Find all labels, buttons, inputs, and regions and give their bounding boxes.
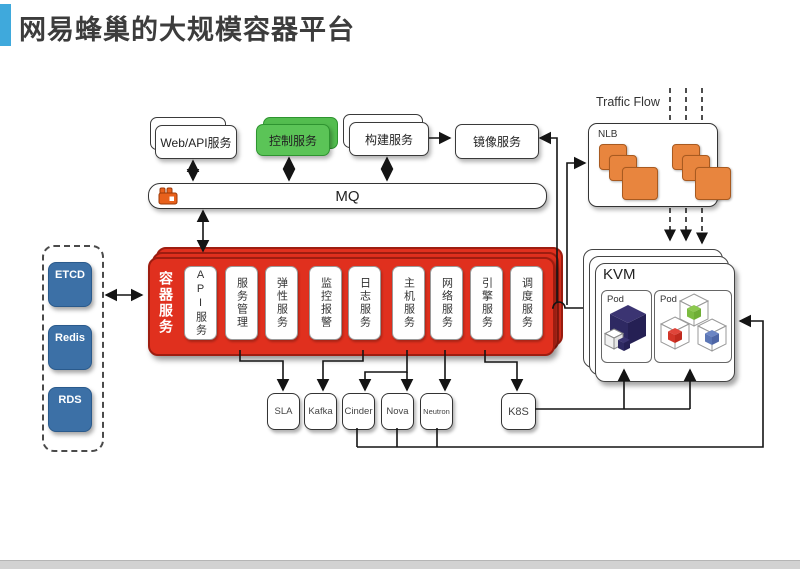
image-service-box: 镜像服务 xyxy=(455,124,539,159)
nlb-box: NLB xyxy=(588,123,731,207)
build-service-box: 构建服务 xyxy=(349,122,429,156)
service-monitor-alert: 监控报警 xyxy=(309,266,342,340)
traffic-flow-label: Traffic Flow xyxy=(596,95,660,109)
nlb-instance-icon xyxy=(695,167,731,200)
neutron-box: Neutron xyxy=(420,393,453,430)
service-host: 主机服务 xyxy=(392,266,425,340)
service-scheduler: 调度服务 xyxy=(510,266,543,340)
cinder-box: Cinder xyxy=(342,393,375,430)
control-service-box: 控制服务 xyxy=(256,124,330,156)
pod1-box: Pod xyxy=(601,290,652,363)
webapi-service-box: Web/API服务 xyxy=(155,125,237,159)
page-title: 网易蜂巢的大规模容器平台 xyxy=(19,15,355,45)
container-platform-label: 容器服务 xyxy=(158,271,174,335)
container-cubes-icon xyxy=(659,293,728,352)
nlb-instance-icon xyxy=(622,167,658,200)
line-log-kafka xyxy=(316,350,364,392)
image-service-label: 镜像服务 xyxy=(472,135,521,149)
mq-bar: MQ xyxy=(148,183,547,209)
kvm-label: KVM xyxy=(603,266,636,283)
service-engine: 引擎服务 xyxy=(470,266,503,340)
line-engine-k8s xyxy=(484,350,524,392)
redis-box: Redis xyxy=(48,325,92,370)
rds-label: RDS xyxy=(58,394,82,406)
traffic-dashed-top xyxy=(669,88,703,121)
nova-box: Nova xyxy=(381,393,414,430)
line-mgmt-sla xyxy=(239,350,290,392)
etcd-label: ETCD xyxy=(55,269,85,281)
service-management: 服务管理 xyxy=(225,266,258,340)
webapi-service-label: Web/API服务 xyxy=(160,135,232,150)
slide-bottom-edge xyxy=(0,560,800,569)
kafka-box: Kafka xyxy=(304,393,337,430)
line-host-cinder xyxy=(358,350,408,392)
etcd-box: ETCD xyxy=(48,262,92,307)
service-elastic: 弹性服务 xyxy=(265,266,298,340)
sla-box: SLA xyxy=(267,393,300,430)
pod2-label: Pod xyxy=(660,294,677,305)
traffic-dashed-bottom xyxy=(669,208,703,238)
rabbitmq-icon xyxy=(158,187,178,205)
redis-label: Redis xyxy=(55,332,85,344)
service-log: 日志服务 xyxy=(348,266,381,340)
nlb-label: NLB xyxy=(598,129,618,140)
service-api: API服务 xyxy=(184,266,217,340)
pod2-box: Pod xyxy=(654,290,732,363)
k8s-box: K8S xyxy=(501,393,536,430)
container-cubes-icon xyxy=(603,305,646,351)
rds-box: RDS xyxy=(48,387,92,432)
title-accent-bar xyxy=(0,4,11,46)
build-service-label: 构建服务 xyxy=(364,132,413,147)
service-network: 网络服务 xyxy=(430,266,463,340)
control-service-label: 控制服务 xyxy=(268,133,317,148)
mq-label: MQ xyxy=(335,187,360,205)
pod1-label: Pod xyxy=(607,294,624,305)
